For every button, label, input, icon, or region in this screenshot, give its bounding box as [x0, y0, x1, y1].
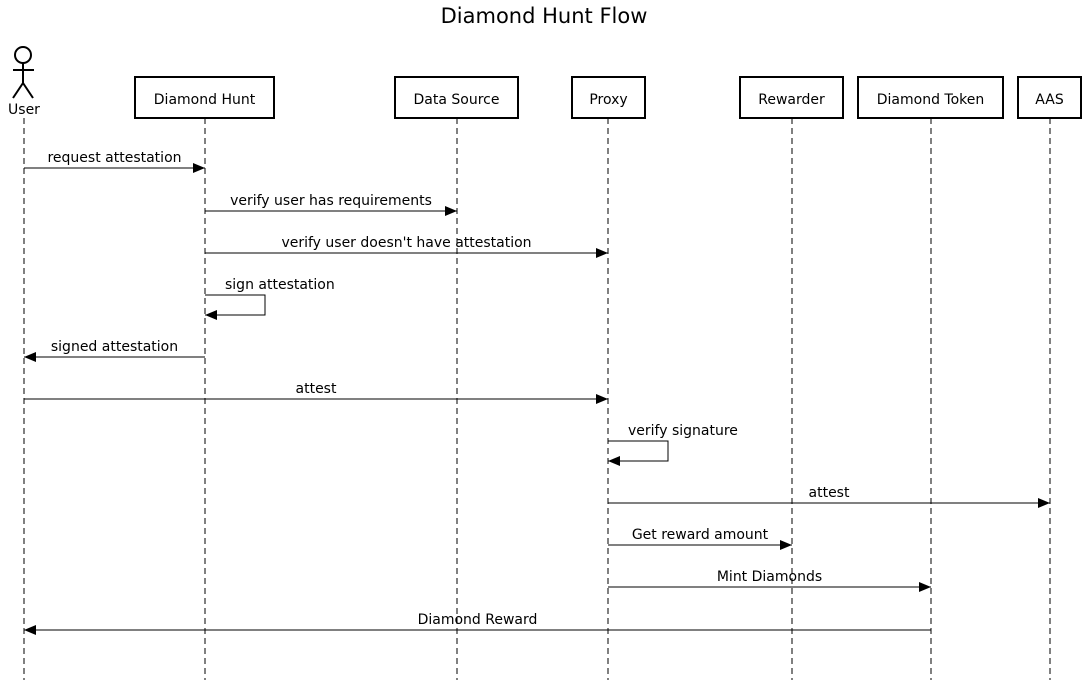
participant-data-source: Data Source — [394, 76, 519, 119]
participant-aas: AAS — [1017, 76, 1082, 119]
participant-label: AAS — [1035, 92, 1064, 108]
participant-label: Diamond Hunt — [154, 92, 256, 108]
message-label: Mint Diamonds — [717, 569, 822, 585]
participant-label: Diamond Token — [877, 92, 985, 108]
diagram-title: Diamond Hunt Flow — [441, 4, 648, 28]
participant-box — [857, 76, 1004, 119]
message-1: request attestation — [24, 150, 205, 173]
message-label: signed attestation — [51, 339, 178, 355]
participant-rewarder: Rewarder — [739, 76, 844, 119]
message-10: Mint Diamonds — [608, 569, 931, 592]
message-5: signed attestation — [24, 339, 205, 362]
message-6: attest — [24, 381, 608, 404]
participant-box — [394, 76, 519, 119]
participant-label: Rewarder — [758, 92, 825, 108]
message-label: attest — [296, 381, 337, 397]
user-actor-label: User — [8, 102, 40, 118]
message-7: verify signature — [608, 423, 738, 466]
message-8: attest — [608, 485, 1050, 508]
message-2: verify user has requirements — [205, 193, 457, 216]
message-label: verify signature — [628, 423, 738, 439]
message-11: Diamond Reward — [24, 612, 931, 635]
self-message-arrow — [205, 294, 266, 320]
message-label: verify user has requirements — [230, 193, 432, 209]
message-label: request attestation — [47, 150, 181, 166]
participant-diamond-token: Diamond Token — [857, 76, 1004, 119]
message-label: sign attestation — [225, 277, 335, 293]
message-label: Diamond Reward — [418, 612, 538, 628]
message-3: verify user doesn't have attestation — [205, 235, 608, 258]
message-4: sign attestation — [205, 277, 335, 320]
message-label: verify user doesn't have attestation — [281, 235, 531, 251]
participant-diamond-hunt: Diamond Hunt — [134, 76, 275, 119]
participant-box — [1017, 76, 1082, 119]
participant-proxy: Proxy — [571, 76, 646, 119]
participant-box — [571, 76, 646, 119]
stick-figure-icon — [12, 46, 34, 99]
participant-box — [134, 76, 275, 119]
participant-boxes: Diamond Hunt Data Source Proxy Rewarder Diam… — [134, 76, 1082, 119]
messages: request attestation verify user has requi… — [24, 150, 1050, 635]
message-label: attest — [809, 485, 850, 501]
user-actor: User — [8, 46, 40, 118]
participant-label: Proxy — [589, 92, 627, 108]
message-label: Get reward amount — [632, 527, 769, 543]
self-message-arrow — [608, 440, 669, 466]
participant-label: Data Source — [414, 92, 500, 108]
participant-box — [739, 76, 844, 119]
message-9: Get reward amount — [608, 527, 792, 550]
